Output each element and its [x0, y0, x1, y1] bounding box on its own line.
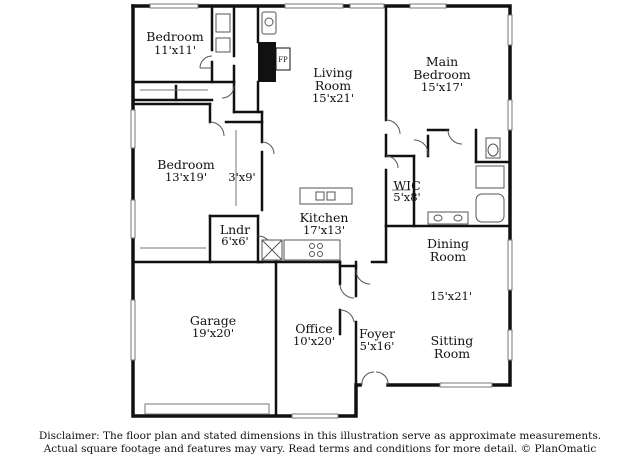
room-dims-living: 15'x21' [312, 91, 354, 105]
room-dims-dining-sitting: 15'x21' [430, 289, 472, 303]
floor-plan: Bedroom 11'x11' Living Room 15'x21' Main… [130, 3, 513, 419]
windows [130, 3, 513, 419]
disclaimer: Disclaimer: The floor plan and stated di… [0, 430, 640, 456]
room-label-bedroom-2: Bedroom [146, 29, 204, 44]
closet-shelves [140, 89, 410, 249]
room-label-wic: WIC [393, 178, 420, 193]
room-dims-laundry: 6'x6' [221, 234, 248, 248]
room-label-kitchen: Kitchen [300, 210, 349, 225]
room-label-living: Living [313, 65, 352, 80]
kitchen-fixtures [261, 187, 353, 261]
fireplace [258, 42, 291, 82]
room-dims-garage: 19'x20' [192, 326, 234, 340]
room-label-garage: Garage [190, 313, 236, 328]
room-label-bedroom-1: Bedroom [157, 157, 215, 172]
fireplace-label: FP [278, 56, 288, 64]
room-dims-foyer: 5'x16' [360, 339, 395, 353]
main-bath-fixtures [427, 137, 505, 225]
room-label-dining: Dining [427, 236, 469, 251]
room-label-laundry: Lndr [220, 222, 250, 237]
disclaimer-line-2: Actual square footage and features may v… [43, 443, 597, 455]
room-label-main-bedroom-2: Bedroom [413, 67, 471, 82]
room-label-foyer: Foyer [359, 326, 395, 341]
room-dims-office: 10'x20' [293, 334, 335, 348]
hall-bath-fixtures [215, 11, 277, 53]
room-dims-main-bedroom: 15'x17' [421, 80, 463, 94]
room-label-sitting-2: Room [434, 346, 470, 361]
door-swings [199, 55, 463, 386]
room-label-main-bedroom: Main [426, 54, 458, 69]
room-labels: Bedroom 11'x11' Living Room 15'x21' Main… [146, 29, 473, 361]
room-dims-kitchen: 17'x13' [303, 223, 345, 237]
room-dims-bedroom-1: 13'x19' [165, 170, 207, 184]
room-label-dining-2: Room [430, 249, 466, 264]
garage-door [144, 403, 270, 415]
interior-walls [131, 4, 512, 418]
room-dims-bedroom-2: 11'x11' [154, 43, 196, 57]
disclaimer-line-1: Disclaimer: The floor plan and stated di… [38, 430, 602, 442]
room-dims-closet: 3'x9' [228, 170, 255, 184]
room-label-living-2: Room [315, 78, 351, 93]
room-label-sitting: Sitting [431, 333, 474, 348]
room-label-office: Office [295, 321, 333, 336]
room-dims-wic: 5'x8' [393, 190, 420, 204]
